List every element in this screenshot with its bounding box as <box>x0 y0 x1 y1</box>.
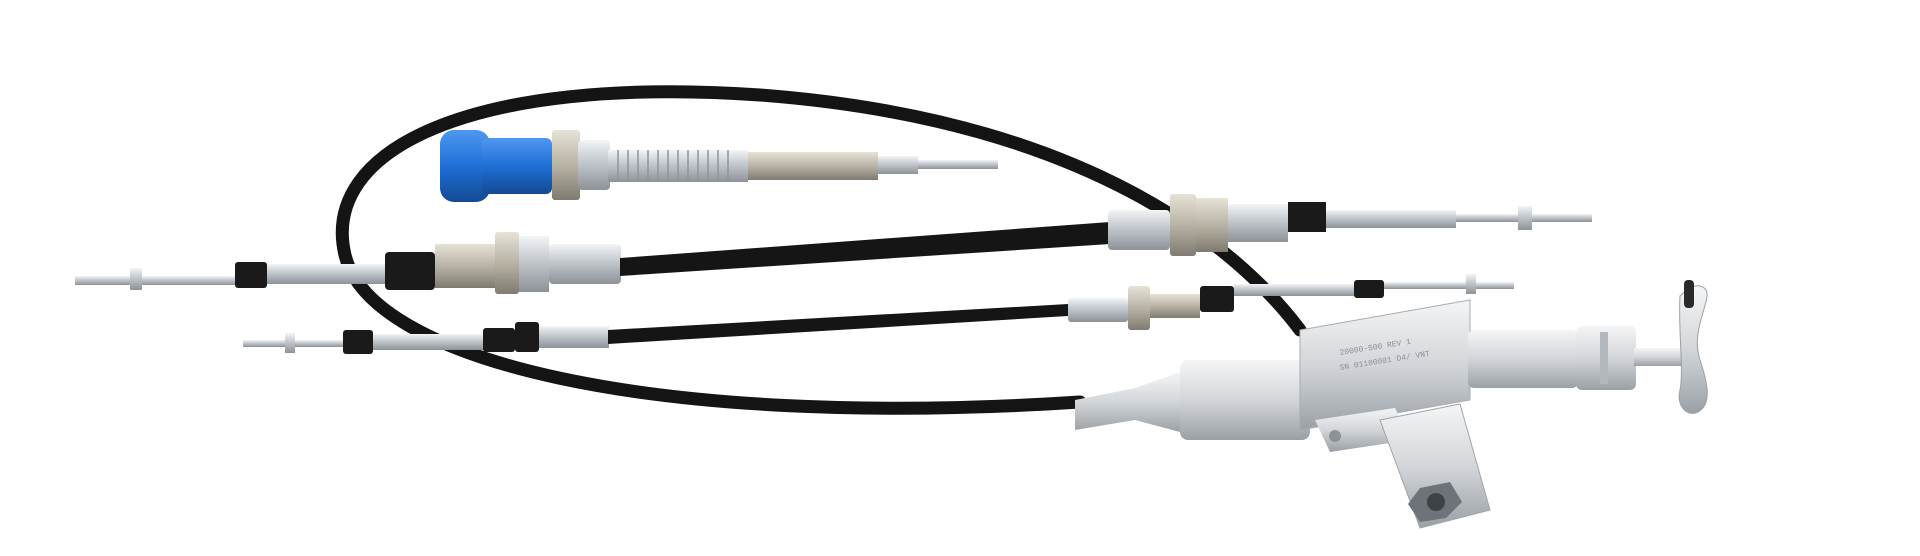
port-fitting <box>1379 403 1491 529</box>
heavy-cable-assembly <box>75 194 1592 294</box>
top-cable-assembly <box>440 130 998 202</box>
looped-cable <box>335 85 1307 415</box>
engraved-block <box>1299 299 1471 431</box>
actuator-handle: 20000-500 REV 1 SN 01100001 D4/ VNT <box>1075 280 1708 529</box>
hex-nut <box>552 130 580 200</box>
actuator-body <box>1180 360 1310 440</box>
t-handle <box>1678 285 1708 414</box>
push-rod <box>918 160 998 169</box>
blue-knob <box>440 130 490 202</box>
thin-cable-assembly <box>243 274 1514 354</box>
